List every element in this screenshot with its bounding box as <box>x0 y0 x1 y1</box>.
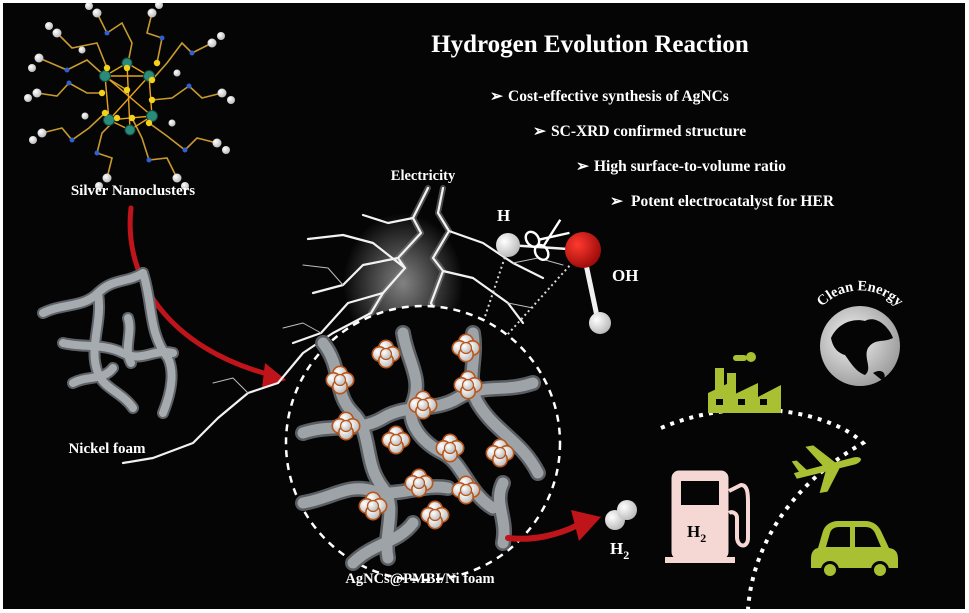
electricity-label: Electricity <box>391 168 456 184</box>
figure-title: Hydrogen Evolution Reaction <box>431 31 749 58</box>
composite-circle <box>284 304 562 582</box>
hydrogen-label: H <box>497 206 510 225</box>
airplane-icon <box>791 445 861 493</box>
hydrogen-atom-oh <box>589 312 611 334</box>
bullet-item-4: ➢Potent electrocatalyst for HER <box>610 193 835 210</box>
bullet-item-1: ➢Cost-effective synthesis of AgNCs <box>490 88 729 105</box>
globe-icon <box>820 306 900 386</box>
red-arrow-product <box>505 510 601 542</box>
nickel-foam-label: Nickel foam <box>68 441 146 457</box>
hydrogen-atom <box>496 233 520 257</box>
factory-icon <box>708 352 781 413</box>
silver-nanocluster-structure <box>24 3 235 190</box>
bullet-item-2: ➢SC-XRD confirmed structure <box>533 123 746 140</box>
hydroxyl-label: OH <box>612 266 638 285</box>
pump-label: H2 <box>687 522 706 545</box>
silver-nanoclusters-label: Silver Nanoclusters <box>71 183 195 199</box>
svg-text:Clean Energy: Clean Energy <box>814 278 907 310</box>
scissors-icon <box>524 219 570 261</box>
dotted-arc <box>660 407 867 609</box>
figure-svg: Hydrogen Evolution Reaction ➢Cost-effect… <box>24 3 907 609</box>
bullet-list: ➢Cost-effective synthesis of AgNCs ➢SC-X… <box>490 88 835 210</box>
water-splitting-molecule <box>496 232 611 334</box>
bullet-item-3: ➢High surface-to-volume ratio <box>576 158 786 175</box>
h2-molecule <box>605 500 637 530</box>
composite-label: AgNCs@PMBI/Ni foam <box>345 571 494 587</box>
h2-product-label: H2 <box>610 539 629 562</box>
nickel-foam-structure <box>37 267 179 419</box>
fuel-pump-icon <box>665 469 750 563</box>
figure-canvas: Hydrogen Evolution Reaction ➢Cost-effect… <box>3 3 965 609</box>
oxygen-atom <box>565 232 601 268</box>
car-icon <box>811 521 898 579</box>
